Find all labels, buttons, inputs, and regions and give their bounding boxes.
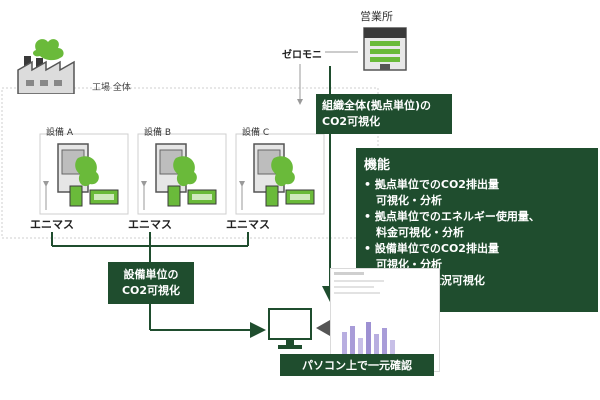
machine-icon-c <box>253 143 315 207</box>
features-title: 機能 <box>364 158 391 173</box>
machine-icon-b <box>155 143 217 207</box>
site-label: 工場 全体 <box>92 83 131 93</box>
features-box: 機能 • 拠点単位でのCO2排出量 可視化・分析 • 拠点単位でのエネルギー使用… <box>356 148 598 312</box>
office-building-icon <box>363 27 407 71</box>
feature-item-2: • 拠点単位でのエネルギー使用量、 料金可視化・分析 <box>364 210 540 239</box>
org-co2-line1: 組織全体(拠点単位)の <box>322 99 432 112</box>
arrow-left-icon <box>316 320 330 336</box>
org-co2-line2: CO2可視化 <box>322 115 381 128</box>
zeromoni-label: ゼロモニ <box>282 50 322 61</box>
factory-icon <box>17 39 75 94</box>
equipment-a-label: 設備 A <box>46 128 74 138</box>
equipment-b-label: 設備 B <box>144 128 172 138</box>
equipment-c-label: 設備 C <box>242 128 270 138</box>
office-label: 営業所 <box>360 10 393 23</box>
meter-label-a: エニマス <box>30 218 74 231</box>
feature-item-1: • 拠点単位でのCO2排出量 可視化・分析 <box>364 178 499 207</box>
meter-label-c: エニマス <box>226 218 270 231</box>
machine-icon-a <box>57 143 119 207</box>
pc-check-label: パソコン上で一元確認 <box>280 354 434 376</box>
feature-item-3: • 設備単位でのCO2排出量 可視化・分析 <box>364 242 499 271</box>
equipment-co2-line2: CO2可視化 <box>121 284 181 297</box>
equipment-co2-line1: 設備単位の <box>123 268 179 281</box>
equipment-co2-box: 設備単位の CO2可視化 <box>108 262 194 304</box>
meter-label-b: エニマス <box>128 218 172 231</box>
org-co2-box: 組織全体(拠点単位)の CO2可視化 <box>316 94 452 134</box>
site-boundary <box>1 87 379 239</box>
monitor-icon <box>268 308 312 349</box>
